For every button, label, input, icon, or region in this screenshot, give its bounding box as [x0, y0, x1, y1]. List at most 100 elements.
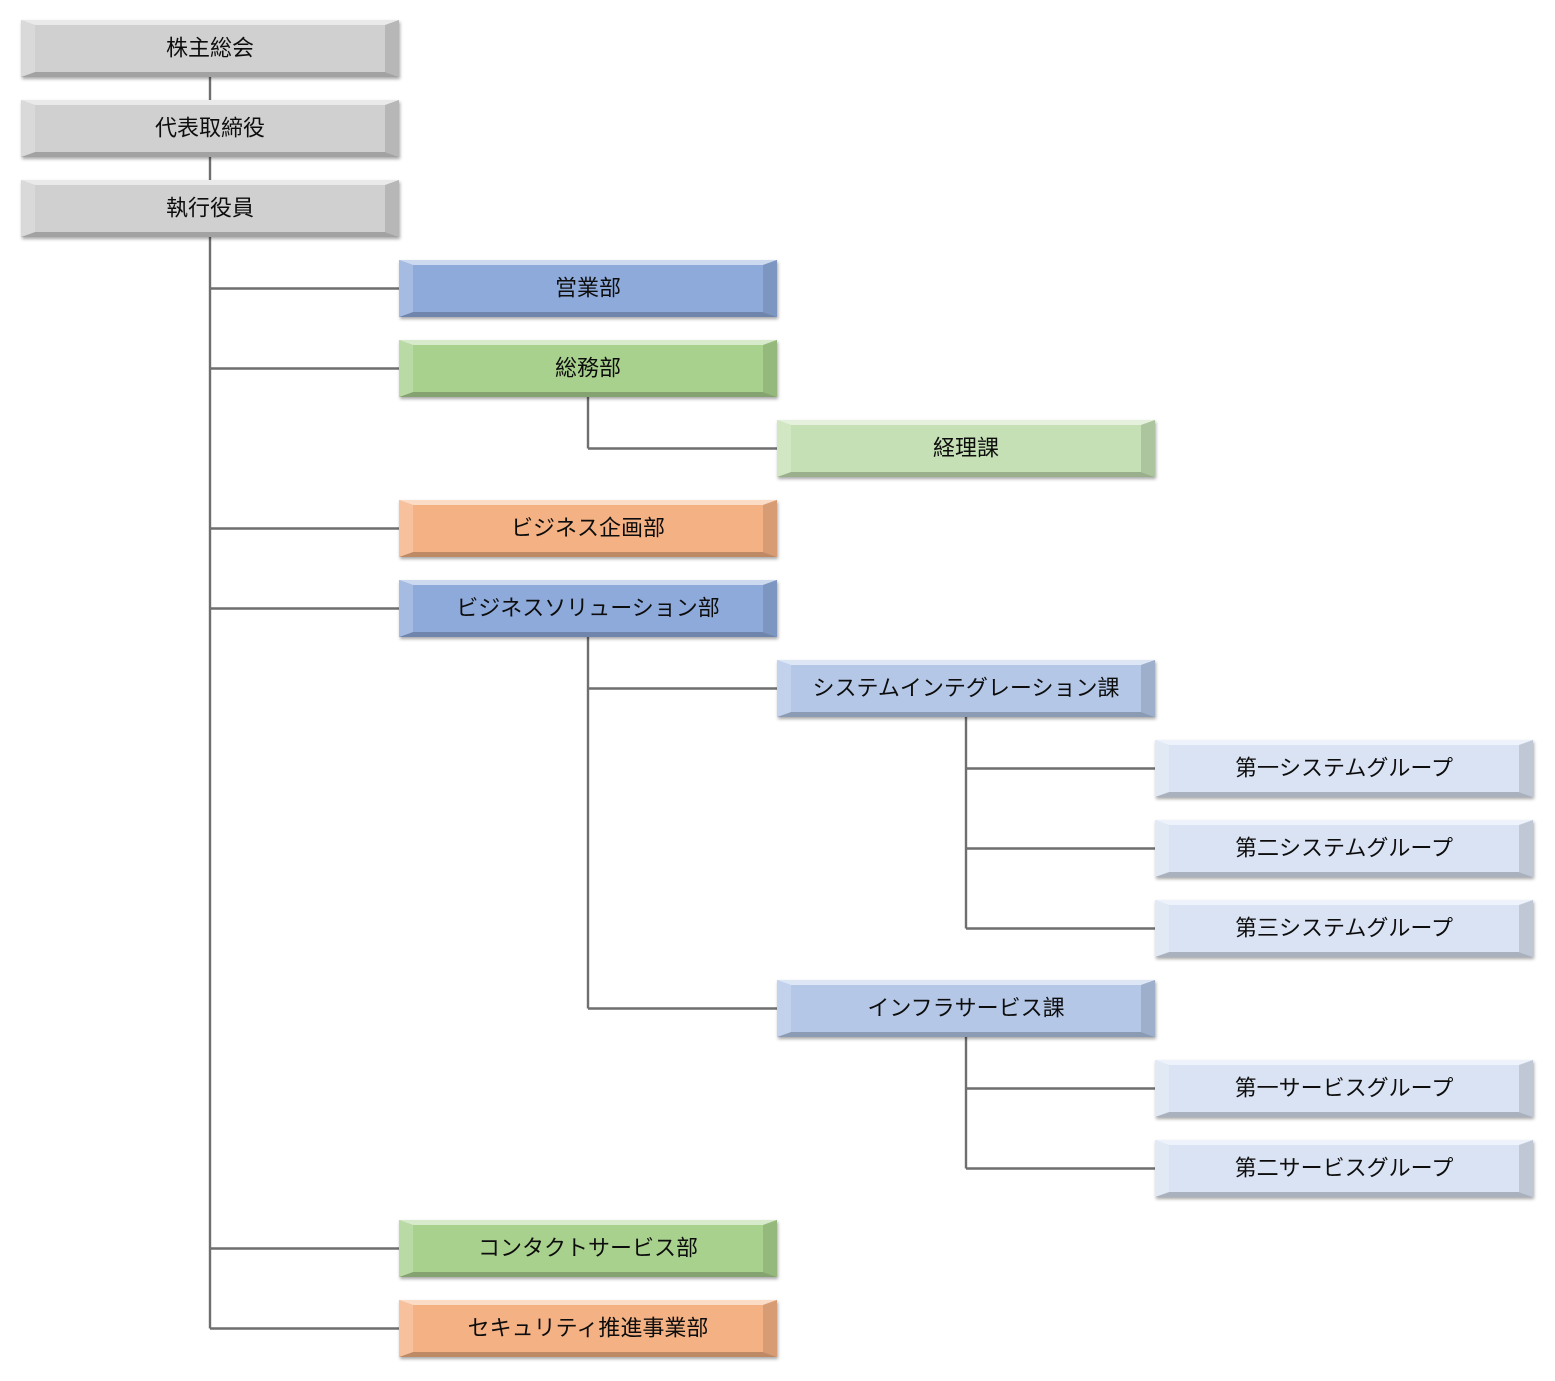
node-bevel-bottom [777, 472, 1155, 477]
node-bevel-top [399, 1300, 777, 1305]
node-face [413, 345, 763, 392]
org-node-label: 第一システムグループ [1235, 757, 1453, 782]
node-bevel-bottom [399, 1352, 777, 1357]
org-node-label: コンタクトサービス部 [478, 1237, 698, 1262]
node-bevel-right [1141, 420, 1155, 477]
org-node-ceo: 代表取締役 [21, 100, 399, 157]
node-face [1169, 745, 1519, 792]
node-bevel-bottom [1155, 952, 1533, 957]
node-face [1169, 905, 1519, 952]
node-bevel-right [1519, 900, 1533, 957]
node-bevel-right [1141, 660, 1155, 717]
node-bevel-top [399, 1220, 777, 1225]
org-node-sales: 営業部 [399, 260, 777, 317]
node-bevel-bottom [1155, 1192, 1533, 1197]
node-bevel-right [1519, 820, 1533, 877]
node-face [413, 1225, 763, 1272]
node-bevel-right [763, 580, 777, 637]
node-bevel-left [399, 1220, 413, 1277]
node-bevel-top [1155, 820, 1533, 825]
node-bevel-right [1519, 1140, 1533, 1197]
node-bevel-left [1155, 1060, 1169, 1117]
node-bevel-right [1519, 740, 1533, 797]
org-node-label: ビジネス企画部 [511, 517, 665, 542]
org-node-label: 総務部 [555, 357, 621, 382]
node-face [1169, 825, 1519, 872]
node-bevel-left [1155, 740, 1169, 797]
node-face [791, 665, 1141, 712]
org-node-accounting: 経理課 [777, 420, 1155, 477]
org-node-label: インフラサービス課 [867, 997, 1064, 1022]
node-bevel-bottom [777, 1032, 1155, 1037]
node-bevel-left [1155, 900, 1169, 957]
org-node-system-group-2: 第二システムグループ [1155, 820, 1533, 877]
node-bevel-left [399, 340, 413, 397]
node-bevel-top [777, 980, 1155, 985]
node-bevel-right [1519, 1060, 1533, 1117]
node-bevel-top [399, 340, 777, 345]
node-face [791, 425, 1141, 472]
org-nodes: 株主総会代表取締役執行役員営業部総務部経理課ビジネス企画部ビジネスソリューション… [21, 20, 1533, 1357]
node-bevel-top [1155, 1060, 1533, 1065]
org-node-security-promotion: セキュリティ推進事業部 [399, 1300, 777, 1357]
node-bevel-bottom [21, 72, 399, 77]
node-face [413, 1305, 763, 1352]
node-face [35, 25, 385, 72]
node-bevel-left [1155, 820, 1169, 877]
node-face [413, 585, 763, 632]
node-bevel-bottom [399, 632, 777, 637]
node-bevel-left [399, 260, 413, 317]
org-node-label: 株主総会 [166, 37, 254, 62]
node-bevel-left [399, 500, 413, 557]
node-bevel-right [385, 20, 399, 77]
node-bevel-top [777, 660, 1155, 665]
node-bevel-top [399, 260, 777, 265]
node-face [35, 105, 385, 152]
node-bevel-top [1155, 900, 1533, 905]
node-bevel-left [399, 1300, 413, 1357]
node-bevel-left [21, 20, 35, 77]
org-node-label: システムインテグレーション課 [813, 677, 1120, 702]
node-bevel-bottom [399, 312, 777, 317]
org-node-contact-services: コンタクトサービス部 [399, 1220, 777, 1277]
node-bevel-top [399, 500, 777, 505]
node-face [1169, 1065, 1519, 1112]
org-node-label: 営業部 [555, 277, 621, 302]
node-bevel-top [21, 180, 399, 185]
org-node-label: 第三システムグループ [1235, 917, 1453, 942]
node-face [413, 505, 763, 552]
org-node-business-solutions: ビジネスソリューション部 [399, 580, 777, 637]
org-node-business-planning: ビジネス企画部 [399, 500, 777, 557]
node-bevel-top [1155, 1140, 1533, 1145]
node-bevel-top [777, 420, 1155, 425]
node-bevel-right [385, 100, 399, 157]
node-bevel-bottom [399, 552, 777, 557]
node-bevel-bottom [777, 712, 1155, 717]
node-bevel-top [399, 580, 777, 585]
node-bevel-bottom [21, 232, 399, 237]
node-bevel-right [385, 180, 399, 237]
node-face [791, 985, 1141, 1032]
org-node-label: セキュリティ推進事業部 [468, 1317, 709, 1342]
node-bevel-right [763, 260, 777, 317]
node-bevel-left [777, 420, 791, 477]
node-bevel-right [763, 340, 777, 397]
node-face [35, 185, 385, 232]
org-node-service-group-1: 第一サービスグループ [1155, 1060, 1533, 1117]
org-node-label: 執行役員 [166, 197, 254, 222]
node-bevel-left [21, 180, 35, 237]
node-bevel-left [1155, 1140, 1169, 1197]
org-node-system-group-1: 第一システムグループ [1155, 740, 1533, 797]
node-bevel-right [1141, 980, 1155, 1037]
org-node-label: 経理課 [933, 437, 999, 462]
node-bevel-right [763, 500, 777, 557]
node-bevel-left [21, 100, 35, 157]
org-node-officers: 執行役員 [21, 180, 399, 237]
node-bevel-left [399, 580, 413, 637]
org-node-label: 代表取締役 [155, 117, 265, 142]
node-bevel-top [1155, 740, 1533, 745]
node-bevel-top [21, 20, 399, 25]
connector-lines [208, 77, 1155, 1330]
node-bevel-bottom [399, 1272, 777, 1277]
